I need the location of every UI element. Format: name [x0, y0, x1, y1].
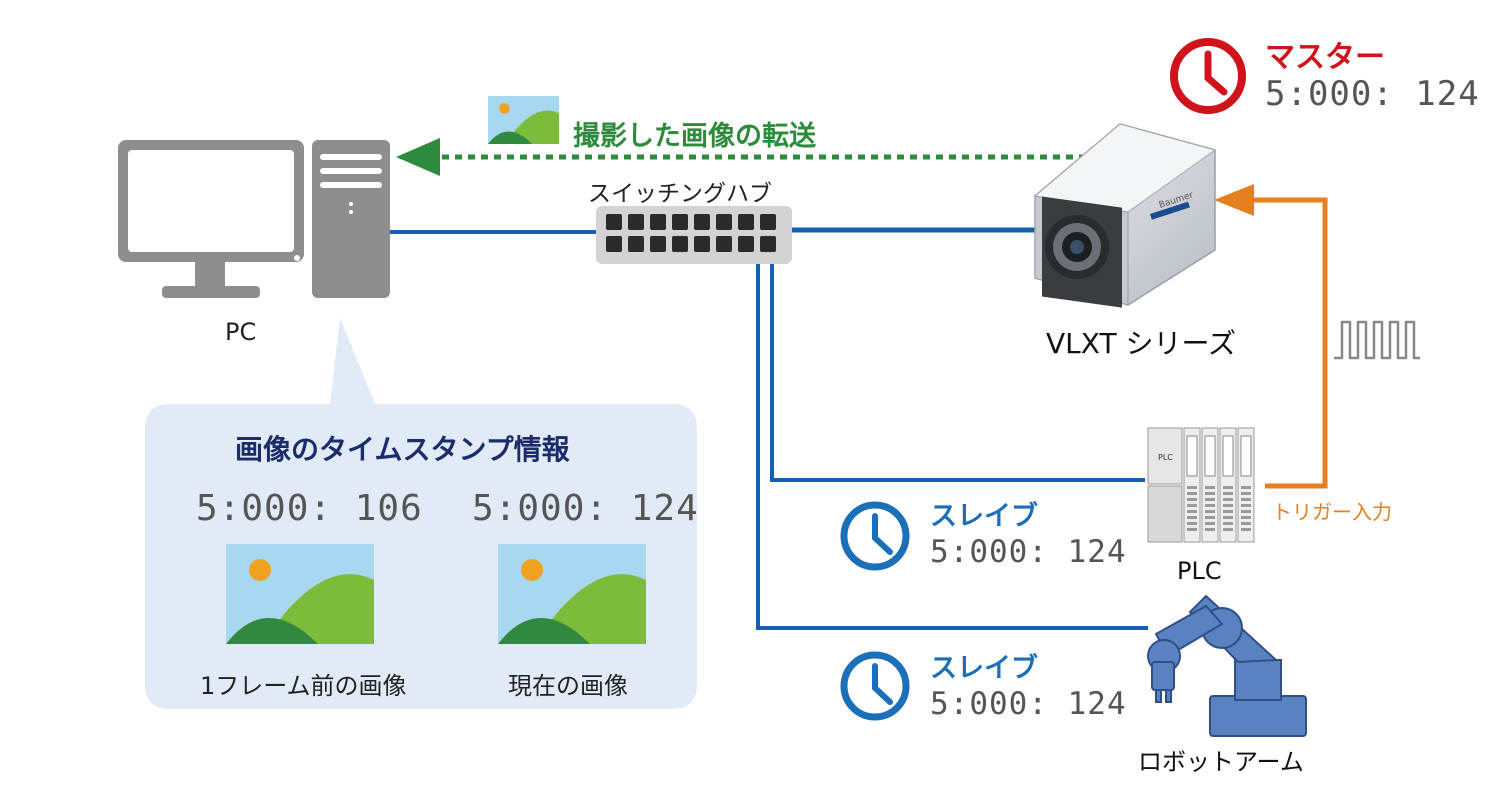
switch-port — [606, 236, 622, 252]
landscape-image-icon — [498, 544, 646, 644]
switch-port — [738, 214, 754, 230]
landscape-image-icon — [226, 544, 374, 644]
plc-module-window — [1222, 435, 1234, 477]
robot-label: ロボットアーム — [1138, 748, 1304, 776]
plc-terminal — [1187, 492, 1197, 495]
trigger-label: トリガー入力 — [1272, 500, 1392, 524]
master-clock-icon — [1170, 38, 1246, 114]
switch-port — [694, 236, 710, 252]
slave-time: 5:000: 124 — [930, 534, 1127, 570]
pulse-train-icon — [1334, 320, 1420, 360]
plc-terminal — [1223, 504, 1233, 507]
plc-terminal — [1223, 528, 1233, 531]
caption-previous: 1フレーム前の画像 — [200, 672, 407, 700]
plc-terminal — [1205, 516, 1215, 519]
timestamp-panel — [145, 318, 697, 709]
slave-clock-icon — [840, 651, 910, 721]
plc-terminal — [1205, 510, 1215, 513]
plc-module-window — [1186, 435, 1198, 477]
plc-terminal — [1223, 486, 1233, 489]
caption-current: 現在の画像 — [508, 672, 628, 700]
pc-label: PC — [225, 318, 257, 346]
plc-terminal — [1205, 504, 1215, 507]
plc-terminal — [1223, 498, 1233, 501]
plc-terminal — [1241, 516, 1251, 519]
plc-terminal — [1241, 510, 1251, 513]
plc-terminal — [1187, 498, 1197, 501]
switch-port — [672, 214, 688, 230]
plc-terminal — [1187, 516, 1197, 519]
plc-terminal — [1187, 522, 1197, 525]
plc-terminal — [1223, 510, 1233, 513]
robot-arm-icon — [1147, 594, 1307, 737]
camera-label: VLXT シリーズ — [1046, 327, 1237, 360]
plc-label: PLC — [1177, 557, 1222, 585]
master-title: マスター — [1265, 40, 1385, 75]
network-lines — [390, 227, 1148, 630]
plc-terminal — [1223, 522, 1233, 525]
timestamp-previous: 5:000: 106 — [196, 488, 423, 529]
switch-port — [716, 236, 732, 252]
desktop-computer-icon — [118, 140, 390, 298]
plc-terminal — [1187, 504, 1197, 507]
landscape-image-icon — [488, 96, 560, 144]
timestamp-current: 5:000: 124 — [472, 488, 699, 529]
panel-title: 画像のタイムスタンプ情報 — [235, 433, 570, 466]
plc-terminal — [1241, 486, 1251, 489]
plc-terminal — [1187, 528, 1197, 531]
plc-terminal — [1241, 504, 1251, 507]
plc-module-window — [1240, 435, 1252, 477]
plc-terminal — [1241, 522, 1251, 525]
switch-port — [672, 236, 688, 252]
plc-terminal — [1205, 486, 1215, 489]
switch-port — [628, 236, 644, 252]
switch-port — [760, 214, 776, 230]
plc-terminal — [1241, 528, 1251, 531]
plc-terminal — [1241, 492, 1251, 495]
trigger-line — [1214, 184, 1328, 489]
switch-port — [650, 214, 666, 230]
plc-rack-icon: PLC — [1147, 427, 1255, 543]
switch-port — [716, 214, 732, 230]
switch-port — [628, 214, 644, 230]
transfer-label: 撮影した画像の転送 — [573, 121, 816, 152]
plc-terminal — [1241, 498, 1251, 501]
slave-clock-icon — [840, 501, 910, 571]
plc-module-window — [1204, 435, 1216, 477]
plc-terminal — [1205, 492, 1215, 495]
slave-title: スレイブ — [930, 501, 1038, 532]
switch-port — [694, 214, 710, 230]
plc-terminal — [1205, 498, 1215, 501]
transfer-arrow — [396, 138, 1086, 176]
hub-label: スイッチングハブ — [588, 181, 772, 207]
plc-module-text: PLC — [1158, 453, 1173, 462]
switch-port — [650, 236, 666, 252]
master-time: 5:000: 124 — [1265, 74, 1480, 114]
switch-port — [738, 236, 754, 252]
switch-port — [760, 236, 776, 252]
network-switch-icon — [596, 206, 792, 264]
switch-port — [606, 214, 622, 230]
plc-terminal — [1223, 492, 1233, 495]
plc-terminal — [1223, 516, 1233, 519]
slave-title: スレイブ — [930, 653, 1038, 684]
industrial-camera-icon: Baumer — [1033, 123, 1217, 308]
slave-time: 5:000: 124 — [930, 686, 1127, 722]
plc-terminal — [1187, 510, 1197, 513]
plc-terminal — [1205, 528, 1215, 531]
plc-terminal — [1205, 522, 1215, 525]
plc-terminal — [1187, 486, 1197, 489]
